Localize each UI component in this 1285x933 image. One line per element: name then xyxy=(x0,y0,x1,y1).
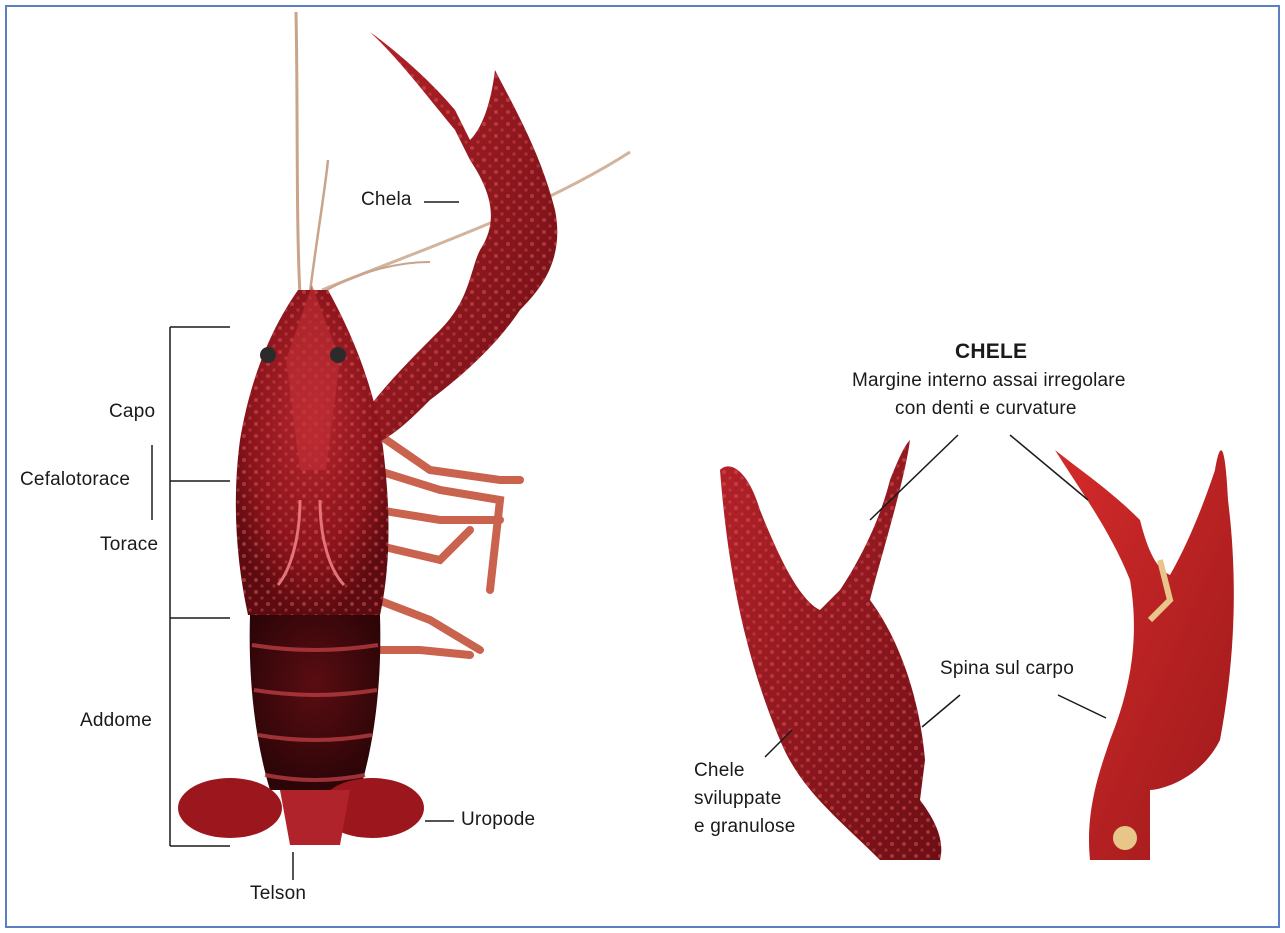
label-uropode: Uropode xyxy=(461,809,535,831)
label-addome: Addome xyxy=(80,710,152,732)
claws-margin-line1: Margine interno assai irregolare xyxy=(852,370,1126,392)
label-chela: Chela xyxy=(361,189,412,211)
label-chele-line1: Chele xyxy=(694,760,745,782)
right-claw-smooth xyxy=(1055,450,1234,860)
label-spina-carpo: Spina sul carpo xyxy=(940,658,1074,680)
crayfish-whole-body xyxy=(178,12,630,845)
label-cefalotorace: Cefalotorace xyxy=(20,469,130,491)
label-capo: Capo xyxy=(109,401,155,423)
label-torace: Torace xyxy=(100,534,158,556)
claws-title: CHELE xyxy=(955,340,1027,364)
claws-margin-line2: con denti e curvature xyxy=(895,398,1077,420)
label-chele-line2: sviluppate xyxy=(694,788,782,810)
label-telson: Telson xyxy=(250,883,306,905)
label-chele-line3: e granulose xyxy=(694,816,796,838)
